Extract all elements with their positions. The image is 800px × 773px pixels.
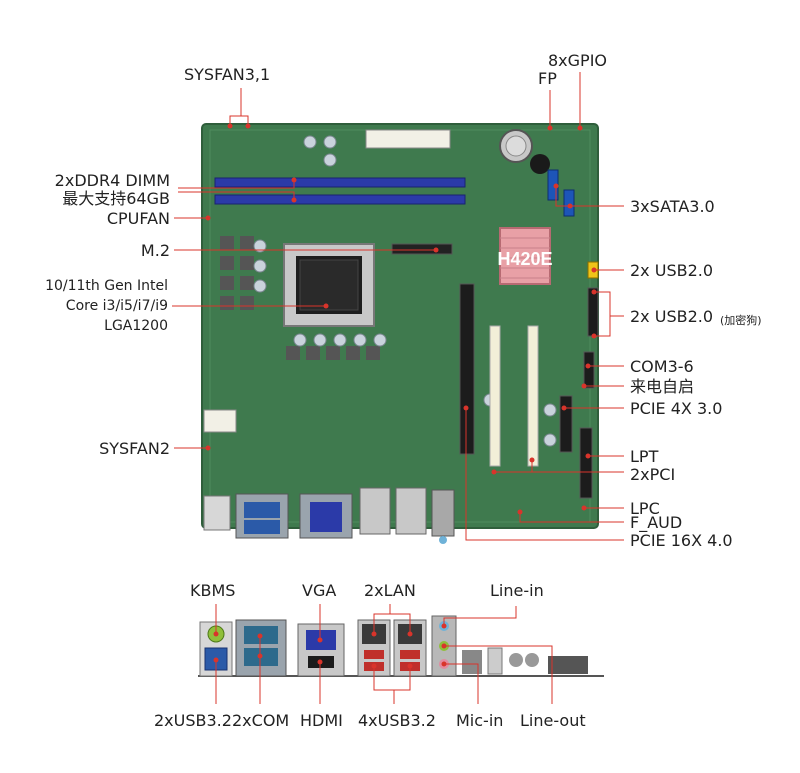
pcie4x-slot bbox=[559, 395, 573, 453]
pci-slot-1 bbox=[489, 325, 501, 467]
chipset-label: H420E bbox=[497, 249, 552, 269]
dimm-slot-2 bbox=[214, 194, 466, 205]
board-rear-io bbox=[203, 487, 455, 544]
com-header bbox=[583, 351, 595, 389]
pcie16x-slot bbox=[459, 283, 475, 455]
atx-power-connector bbox=[365, 129, 451, 149]
cpu-power-connector bbox=[203, 409, 237, 433]
lpt-header bbox=[579, 427, 593, 499]
chipset-heatsink bbox=[499, 227, 551, 285]
dimm-slot-1 bbox=[214, 177, 466, 188]
pci-slot-2 bbox=[527, 325, 539, 467]
board-callout-dots bbox=[205, 123, 597, 515]
sata-connector-2 bbox=[563, 189, 575, 217]
io-callout-dots bbox=[213, 623, 447, 669]
io-callout-lines bbox=[215, 604, 553, 704]
capacitors bbox=[253, 135, 557, 447]
usb20-header-2 bbox=[587, 287, 599, 337]
board-callout-lines bbox=[172, 72, 624, 541]
m2-slot bbox=[391, 243, 453, 255]
